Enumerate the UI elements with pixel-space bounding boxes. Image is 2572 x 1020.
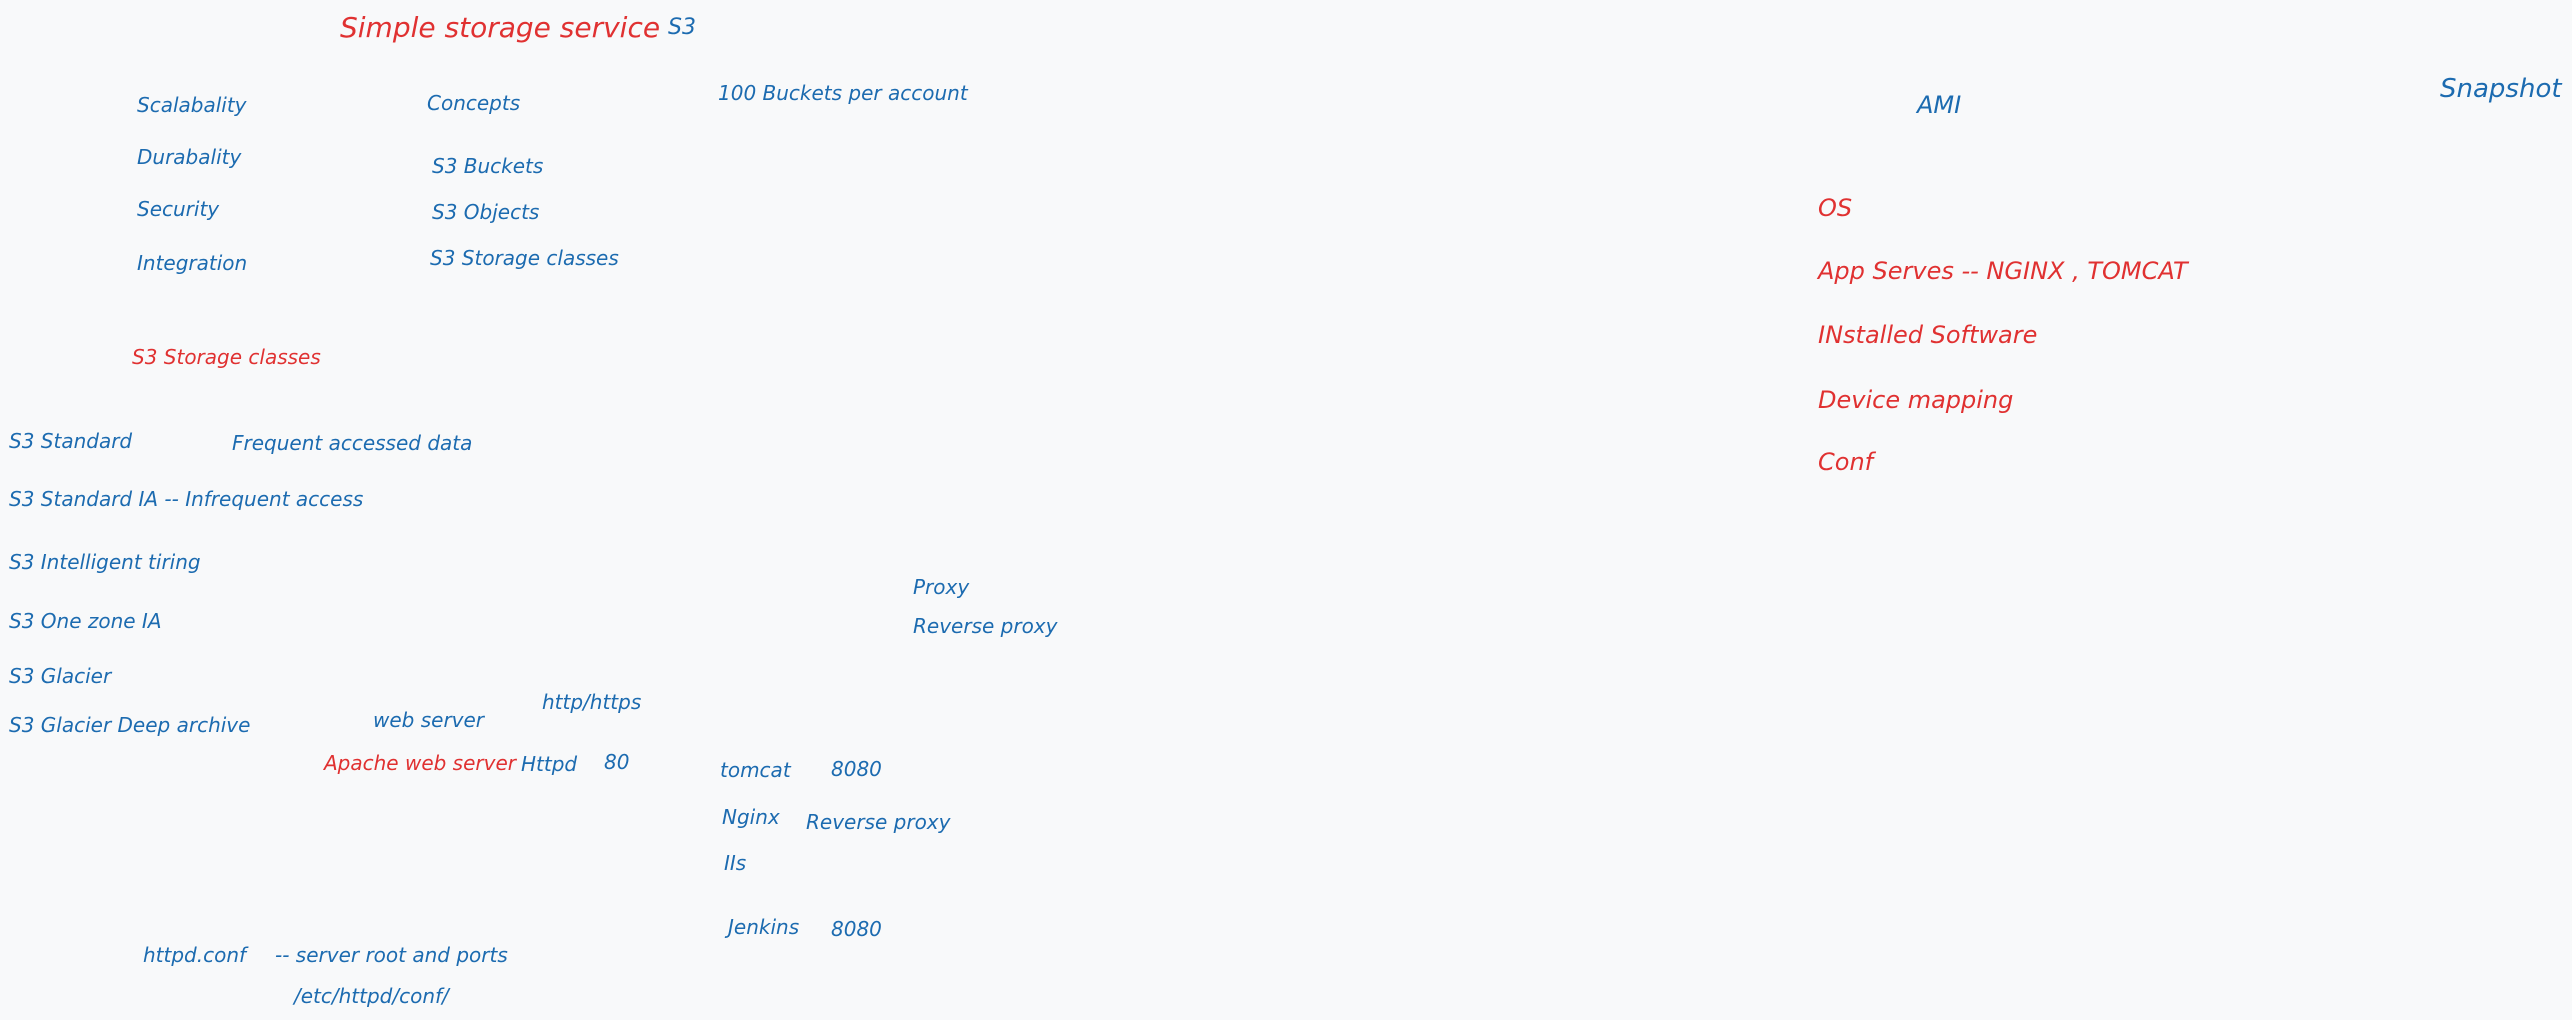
feature-durability[interactable]: Durabality	[137, 145, 242, 169]
httpd-conf-text[interactable]: httpd.conf	[143, 943, 247, 967]
conf-path-text[interactable]: /etc/httpd/conf/	[294, 984, 449, 1008]
iis-text[interactable]: IIs	[724, 851, 747, 875]
class-standard[interactable]: S3 Standard	[9, 429, 133, 453]
jenkins-text[interactable]: Jenkins	[728, 915, 800, 939]
class-intelligent-tiering[interactable]: S3 Intelligent tiring	[9, 550, 201, 574]
ami-item-os[interactable]: OS	[1818, 194, 1853, 222]
apache-text[interactable]: Apache web server	[324, 751, 516, 775]
ami-heading[interactable]: AMI	[1917, 91, 1962, 119]
title-text[interactable]: Simple storage service	[340, 11, 661, 44]
jenkins-port-text[interactable]: 8080	[831, 917, 882, 941]
httpd-text[interactable]: Httpd	[521, 752, 578, 776]
concept-storage-classes[interactable]: S3 Storage classes	[430, 246, 619, 270]
nginx-role-text[interactable]: Reverse proxy	[806, 810, 951, 834]
class-glacier[interactable]: S3 Glacier	[9, 664, 112, 688]
ami-item-conf[interactable]: Conf	[1818, 448, 1874, 476]
class-one-zone-ia[interactable]: S3 One zone IA	[9, 609, 162, 633]
feature-scalability[interactable]: Scalabality	[137, 93, 247, 117]
web-server-text[interactable]: web server	[373, 708, 485, 732]
ami-item-app-servers[interactable]: App Serves -- NGINX , TOMCAT	[1818, 257, 2188, 285]
proxy-text[interactable]: Proxy	[913, 575, 970, 599]
title-abbr-text[interactable]: S3	[668, 15, 696, 40]
bucket-limit-text[interactable]: 100 Buckets per account	[718, 81, 968, 105]
ami-item-installed-software[interactable]: INstalled Software	[1818, 321, 2038, 349]
protocol-text[interactable]: http/https	[542, 690, 642, 714]
feature-security[interactable]: Security	[137, 197, 220, 221]
class-glacier-deep-archive[interactable]: S3 Glacier Deep archive	[9, 713, 251, 737]
tomcat-port-text[interactable]: 8080	[831, 757, 882, 781]
tomcat-text[interactable]: tomcat	[720, 758, 791, 782]
feature-integration[interactable]: Integration	[137, 251, 248, 275]
class-standard-ia[interactable]: S3 Standard IA -- Infrequent access	[9, 487, 364, 511]
httpd-conf-note-text[interactable]: -- server root and ports	[275, 943, 508, 967]
httpd-port-text[interactable]: 80	[604, 750, 630, 774]
concept-objects[interactable]: S3 Objects	[432, 200, 540, 224]
nginx-text[interactable]: Nginx	[722, 805, 780, 829]
storage-classes-heading[interactable]: S3 Storage classes	[132, 345, 321, 369]
class-standard-note[interactable]: Frequent accessed data	[232, 431, 473, 455]
concepts-heading[interactable]: Concepts	[427, 91, 521, 115]
ami-item-device-mapping[interactable]: Device mapping	[1818, 386, 2014, 414]
snapshot-text[interactable]: Snapshot	[2440, 74, 2562, 104]
concept-buckets[interactable]: S3 Buckets	[432, 154, 544, 178]
reverse-proxy-text[interactable]: Reverse proxy	[913, 614, 1058, 638]
